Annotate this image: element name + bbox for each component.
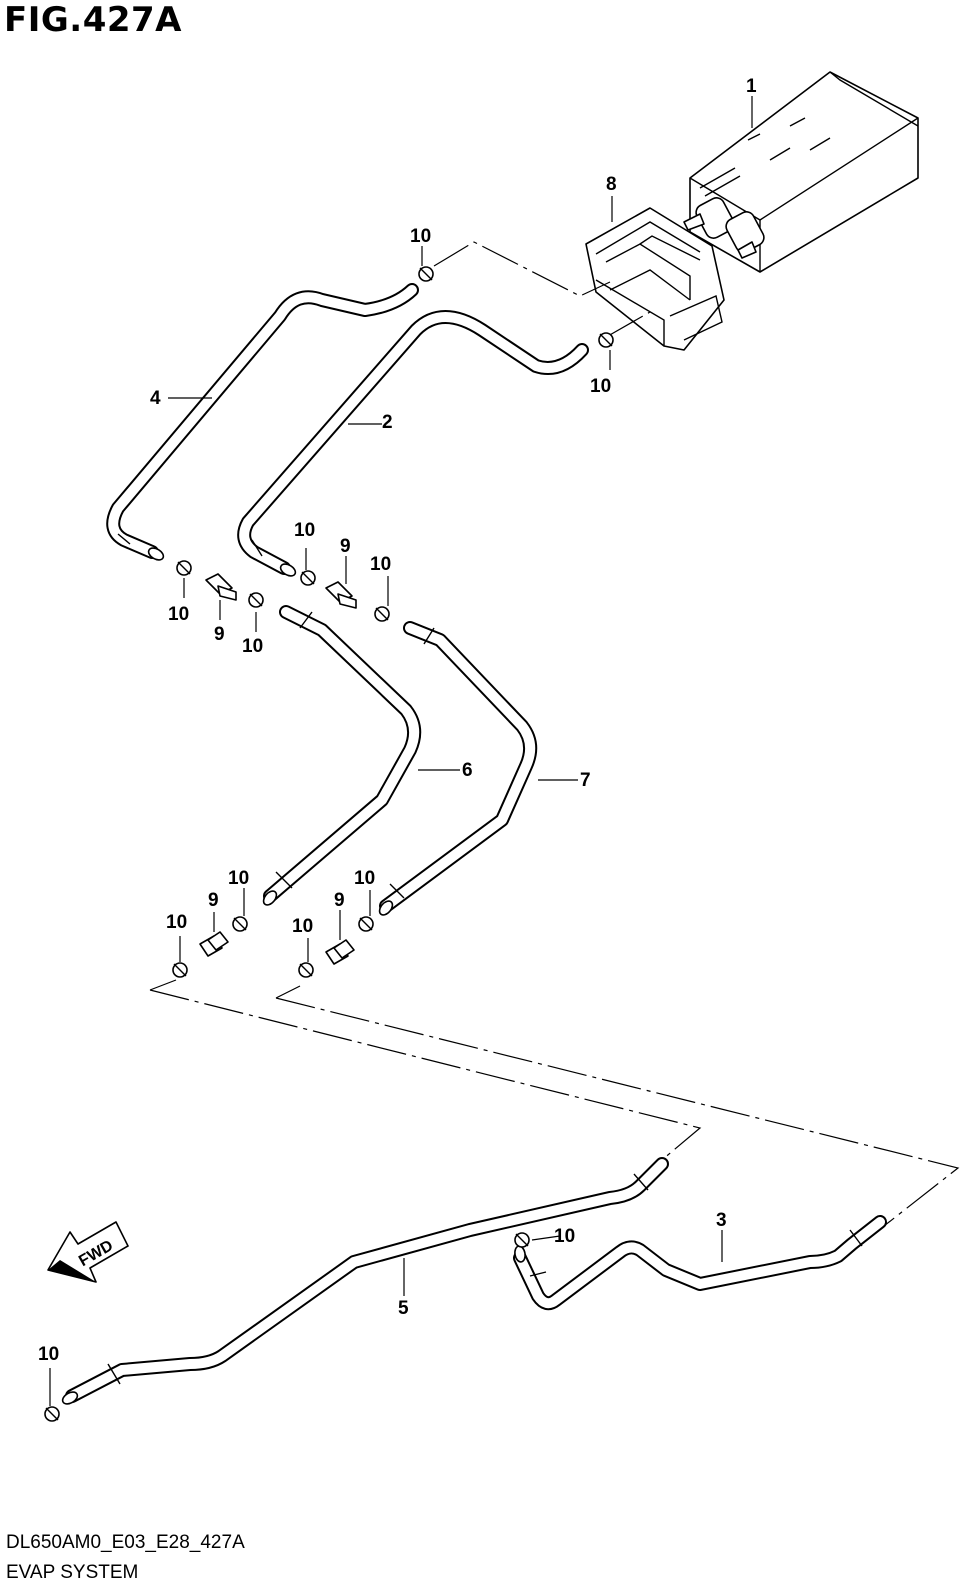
figure-subtitle: EVAP SYSTEM [6, 1562, 139, 1583]
callout-10: 10 [354, 868, 375, 889]
callout-10: 10 [294, 520, 315, 541]
routing-lines [149, 241, 960, 1227]
joint-part-9 [199, 573, 357, 965]
callout-9: 9 [214, 624, 225, 645]
callout-10: 10 [370, 554, 391, 575]
callout-labels: 1 2 3 4 5 6 7 8 9 9 9 9 10 10 10 10 10 1… [38, 76, 757, 1365]
hose-part-7 [378, 621, 538, 916]
callout-2: 2 [382, 412, 393, 433]
bracket-part-8 [585, 207, 725, 351]
callout-10: 10 [554, 1226, 575, 1247]
callout-10: 10 [242, 636, 263, 657]
callout-10: 10 [228, 868, 249, 889]
callout-6: 6 [462, 760, 473, 781]
callout-3: 3 [716, 1210, 727, 1231]
callout-10: 10 [38, 1344, 59, 1365]
callout-9: 9 [334, 890, 345, 911]
hose-part-6 [262, 605, 422, 906]
hose-part-2 [237, 310, 589, 577]
figure-code: DL650AM0_E03_E28_427A [6, 1532, 245, 1553]
leader-lines [49, 96, 753, 1406]
callout-1: 1 [746, 76, 757, 97]
figure-title: FIG.427A [4, 0, 182, 40]
callout-4: 4 [150, 388, 161, 409]
callout-10: 10 [590, 376, 611, 397]
callout-5: 5 [398, 1298, 409, 1319]
callout-10: 10 [166, 912, 187, 933]
callout-10: 10 [168, 604, 189, 625]
callout-8: 8 [606, 174, 617, 195]
hose-part-5 [61, 1157, 669, 1405]
callout-10: 10 [410, 226, 431, 247]
hose-part-4 [106, 283, 419, 561]
callout-9: 9 [340, 536, 351, 557]
fwd-arrow-icon: FWD [47, 1221, 129, 1283]
callout-10: 10 [292, 916, 313, 937]
callout-9: 9 [208, 890, 219, 911]
callout-7: 7 [580, 770, 591, 791]
clip-part-10 [44, 266, 614, 1422]
hose-part-3 [513, 1215, 887, 1311]
canister-part-1 [683, 71, 919, 273]
